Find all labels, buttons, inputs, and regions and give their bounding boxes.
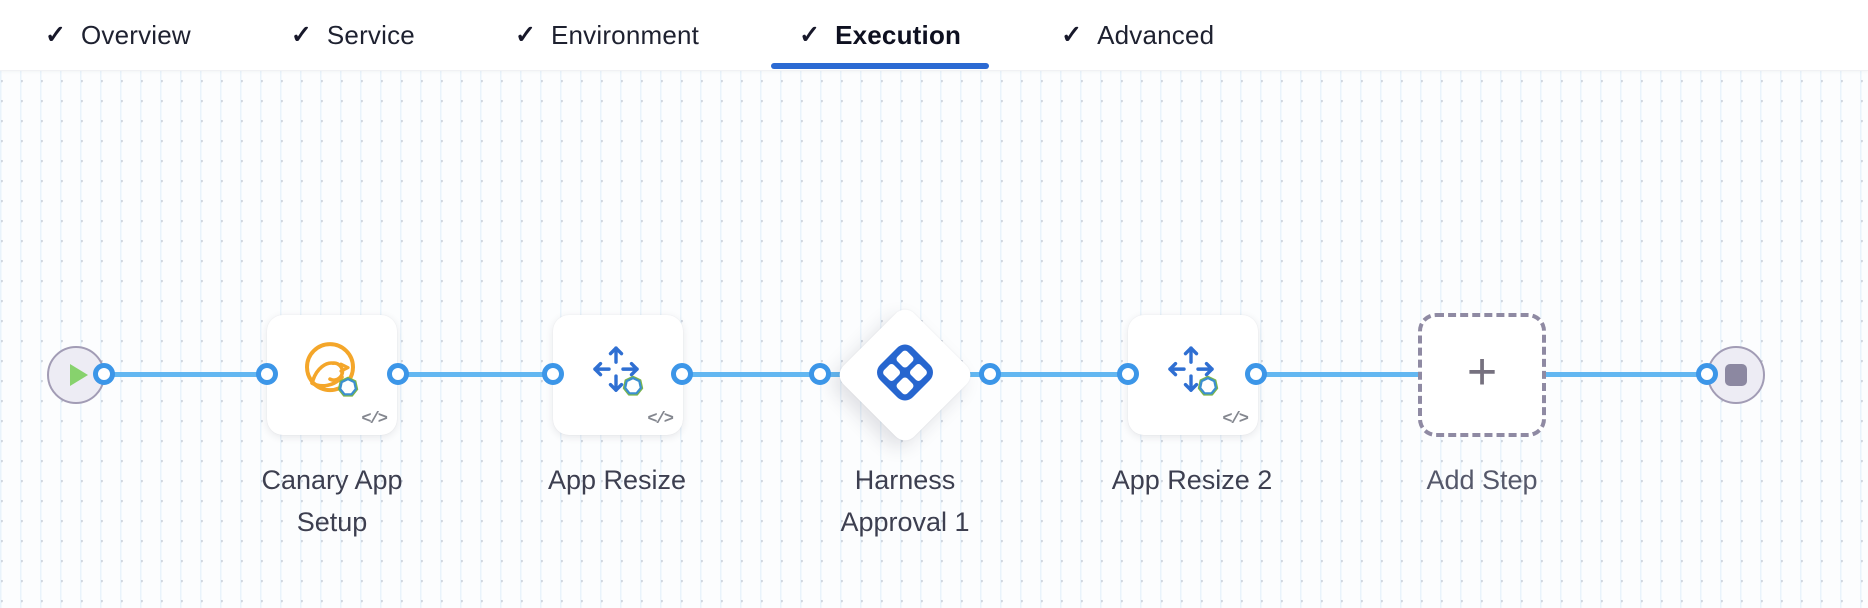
tab-label: Overview (80, 19, 191, 50)
code-icon[interactable]: </> (647, 410, 674, 429)
step-node-harness-approval[interactable] (834, 304, 976, 446)
step-label: App Resize (547, 465, 687, 495)
connector-dot[interactable] (809, 363, 831, 385)
check-icon: ✓ (799, 20, 821, 49)
step-label: Harness Approval 1 (840, 465, 970, 537)
add-step-button[interactable]: + (1418, 313, 1546, 437)
connector-dot[interactable] (93, 363, 115, 385)
template-badge-icon (337, 376, 359, 397)
check-icon: ✓ (1061, 20, 1083, 49)
resize-arrows-icon (1161, 339, 1225, 408)
tab-overview[interactable]: ✓ Overview (17, 0, 219, 70)
resize-arrows-icon (586, 339, 650, 408)
template-badge-icon (622, 375, 644, 396)
code-icon[interactable]: </> (1222, 410, 1249, 429)
connector-dot[interactable] (1117, 363, 1139, 385)
step-label: App Resize 2 (1111, 465, 1273, 495)
pipeline-start-node[interactable] (47, 346, 105, 404)
connector-dot[interactable] (542, 363, 564, 385)
active-tab-underline (771, 63, 990, 69)
connector-dot[interactable] (671, 363, 693, 385)
play-icon (69, 364, 88, 386)
check-icon: ✓ (290, 20, 312, 49)
tab-advanced[interactable]: ✓ Advanced (1033, 0, 1242, 70)
code-icon[interactable]: </> (361, 410, 388, 429)
template-badge-icon (1197, 375, 1219, 396)
check-icon: ✓ (514, 20, 536, 49)
tab-execution[interactable]: ✓ Execution (771, 0, 990, 70)
connector-dot[interactable] (1245, 363, 1267, 385)
tab-service[interactable]: ✓ Service (263, 0, 443, 70)
connector-dot[interactable] (979, 363, 1001, 385)
tab-environment[interactable]: ✓ Environment (487, 0, 727, 70)
connector-dot[interactable] (387, 363, 409, 385)
stop-icon (1725, 364, 1747, 386)
stage-config-tabbar: ✓ Overview ✓ Service ✓ Environment ✓ Exe… (0, 0, 1868, 71)
tab-label: Execution (835, 19, 962, 50)
tab-label: Service (326, 19, 415, 50)
execution-graph-canvas[interactable]: </> </> (0, 71, 1868, 608)
step-node-app-resize[interactable]: </> (553, 315, 683, 435)
check-icon: ✓ (45, 20, 66, 49)
step-label: Canary App Setup (261, 465, 403, 537)
step-node-canary-app-setup[interactable]: </> (267, 315, 397, 435)
step-label: Add Step (1426, 465, 1538, 495)
plus-icon: + (1466, 343, 1498, 401)
tab-label: Environment (550, 19, 700, 50)
step-node-app-resize-2[interactable]: </> (1128, 315, 1258, 435)
tab-label: Advanced (1097, 19, 1215, 50)
connector-dot[interactable] (256, 363, 278, 385)
connector-dot[interactable] (1696, 363, 1718, 385)
canary-app-setup-icon (300, 339, 364, 408)
